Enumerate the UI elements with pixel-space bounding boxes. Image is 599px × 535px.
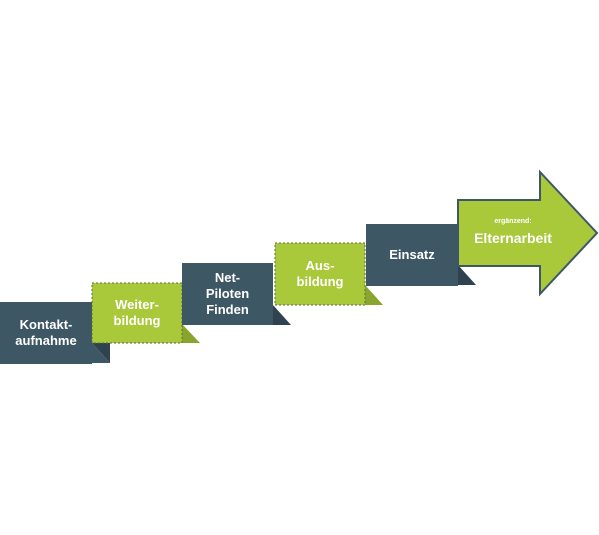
step-3-fold (273, 305, 291, 325)
step-4-label: Aus- bildung (275, 243, 365, 305)
step-4-line-2: bildung (296, 274, 344, 289)
step-1-box (0, 302, 92, 364)
final-arrow-shape (457, 169, 599, 297)
step-4-line-1: Aus- (305, 257, 335, 273)
step-5-label: Einsatz (366, 224, 458, 286)
step-5-fold (458, 265, 476, 285)
step-3-box (182, 263, 273, 325)
step-2-box (91, 282, 183, 344)
step-3-line-2: Piloten (205, 285, 250, 301)
step-4-box (274, 242, 366, 306)
step-1-line-1: Kontakt- (19, 316, 73, 332)
step-4-fold (365, 285, 383, 305)
step-1-label: Kontakt- aufnahme (0, 302, 92, 364)
step-1-corner (92, 343, 110, 363)
step-5-line-1: Einsatz (389, 246, 435, 262)
arrow-caption: ergänzend: (494, 218, 532, 226)
step-3-label: Net- Piloten Finden (182, 263, 273, 325)
arrow-label: ergänzend: Elternarbeit (458, 200, 568, 266)
step-2-fold (182, 324, 200, 343)
step-2-line-2: bildung (113, 313, 161, 328)
step-1-line-2: aufnahme (15, 333, 77, 348)
step-5-box (366, 224, 458, 286)
step-3-line-1: Net- (214, 269, 241, 285)
step-2-label: Weiter- bildung (92, 283, 182, 343)
step-3-line-3: Finden (206, 302, 249, 318)
arrow-title: Elternarbeit (474, 230, 552, 247)
step-2-line-1: Weiter- (115, 296, 159, 312)
